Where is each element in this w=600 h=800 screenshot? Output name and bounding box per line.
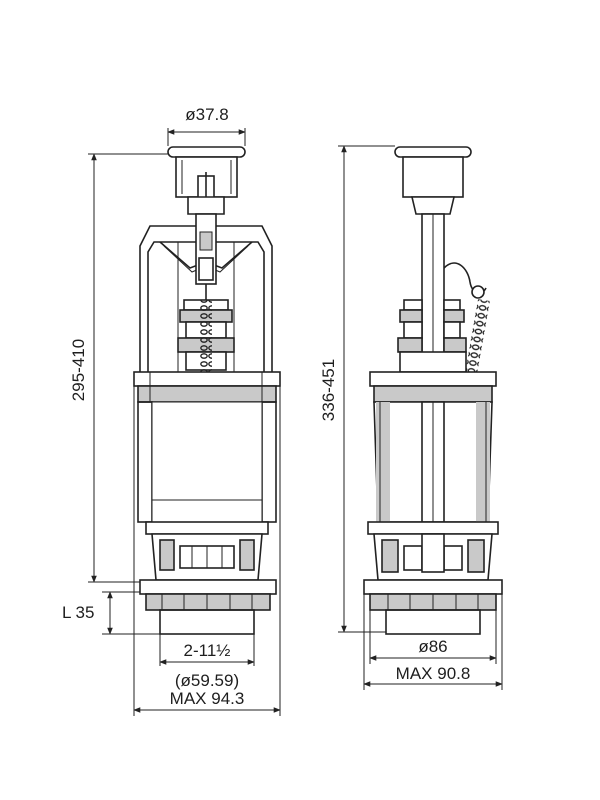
dimension-labels: ø37.8 295-410 336-451 L 35 2-11½ (ø59.59…: [62, 105, 470, 708]
right-thread: [385, 609, 481, 635]
thread-diameter-label: (ø59.59): [175, 671, 239, 690]
left-valve-section-view: [133, 146, 281, 635]
left-linkage: [195, 213, 217, 300]
right-valve-side-view: [363, 146, 503, 635]
dimension-lines: [88, 128, 503, 716]
thread-length-label: L 35: [62, 603, 94, 622]
right-lower-mechanism: [367, 521, 499, 581]
base-diameter-label: ø86: [418, 637, 447, 656]
right-tube: [421, 213, 445, 375]
left-lower-mechanism: [145, 521, 269, 581]
left-thread: [159, 609, 255, 635]
right-height-label: 336-451: [319, 359, 338, 421]
left-height-label: 295-410: [69, 339, 88, 401]
right-body-ring: [369, 371, 497, 403]
left-base-flange: [139, 579, 277, 611]
right-main-body: [373, 401, 493, 570]
left-push-button: [167, 146, 246, 215]
right-float-top: [397, 299, 467, 373]
right-base-flange: [363, 579, 503, 611]
left-body-ring: [133, 371, 281, 403]
max-left-label: MAX 94.3: [170, 689, 245, 708]
right-push-button: [394, 146, 472, 215]
max-right-label: MAX 90.8: [396, 664, 471, 683]
left-main-body: [137, 401, 277, 523]
button-diameter-label: ø37.8: [185, 105, 228, 124]
thread-size-label: 2-11½: [184, 641, 231, 660]
